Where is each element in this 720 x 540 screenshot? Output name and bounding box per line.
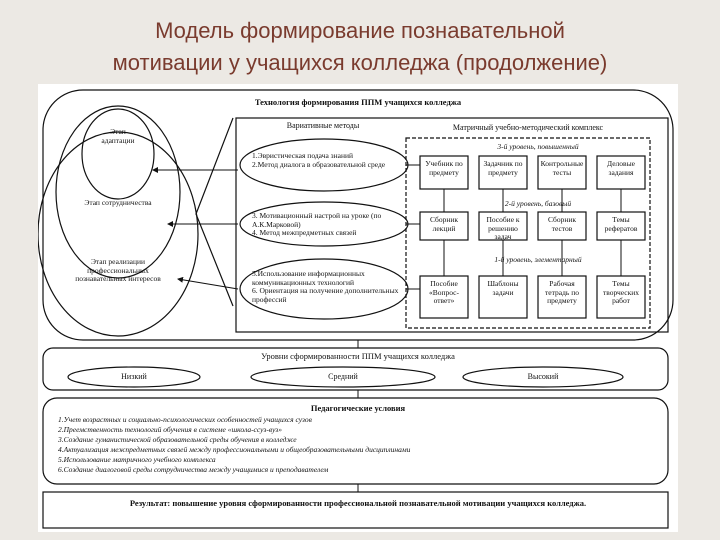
grade-high: Высокий: [527, 372, 559, 381]
result-text: Результат: повышение уровня сформированн…: [129, 498, 587, 508]
condition-2: 2.Преемственность технологий обучения в …: [58, 425, 282, 434]
level3-item-3: Контрольные тесты: [540, 159, 584, 177]
level3-item-4: Деловые задания: [607, 159, 635, 177]
level-label-3: 3-й уровень, повышенный: [497, 142, 579, 151]
level-label-2: 2-й уровень, базовый: [504, 199, 572, 208]
slide-title-line1: Модель формирование познавательной: [155, 18, 565, 43]
level2-item-3: Сборник тестов: [547, 215, 577, 233]
method-text-1: 1.Эвристическая подача знаний 2.Метод ди…: [252, 151, 386, 169]
level2-item-1: Сборник лекций: [429, 215, 459, 233]
complex-title: Матричный учебно-методический комплекс: [452, 123, 604, 132]
level2-item-2: Пособие к решению задач: [486, 215, 520, 241]
condition-1: 1.Учет возрастных и социально-психологич…: [58, 415, 312, 424]
model-diagram: Технология формирования ППМ учащихся кол…: [38, 84, 678, 532]
complex-panel: [405, 137, 651, 329]
diagram-lines: [38, 89, 674, 529]
stage-label-1: Этап адаптации: [101, 127, 135, 145]
stage-label-3: Этап реализации профессиональных познава…: [75, 257, 161, 283]
condition-4: 4.Актуализация межпредметных связей межд…: [58, 445, 411, 454]
level1-item-4: Темы творческих работ: [602, 279, 640, 305]
result-frame: [42, 491, 669, 529]
level3-item-2: Задачник по предмету: [483, 159, 523, 177]
stage-label-2: Этап сотрудничества: [84, 198, 152, 207]
condition-5: 5.Использование матричного учебного комп…: [58, 455, 216, 464]
grade-low: Низкий: [121, 372, 147, 381]
levels-frame: [42, 347, 669, 391]
grade-ellipse-3: [462, 366, 624, 388]
conditions-frame: [42, 397, 669, 485]
stage-ellipse-2: [55, 105, 181, 279]
stage-ellipse-1: [81, 108, 155, 200]
stage-ellipse-3: [38, 131, 199, 337]
method-text-2: 3. Мотивационный настрой на уроке (по А.…: [252, 211, 382, 237]
chevron-arrow: [195, 117, 234, 307]
level1-item-2: Шаблоны задачи: [487, 279, 519, 297]
condition-3: 3.Создание гуманистической образовательн…: [58, 435, 297, 444]
level1-item-3: Рабочая тетрадь по предмету: [545, 279, 579, 305]
grade-ellipse-1: [67, 366, 201, 388]
level3-item-1: Учебник по предмету: [425, 159, 463, 177]
condition-6: 6.Создание диалоговой среды сотрудничест…: [58, 465, 329, 474]
methods-panel: [235, 117, 669, 333]
level1-item-1: Пособие «Вопрос-ответ»: [428, 279, 460, 305]
level2-item-4: Темы рефератов: [604, 215, 638, 233]
conditions-title: Педагогические условия: [310, 403, 406, 413]
level-label-1: 1-й уровень, элементарный: [494, 255, 582, 264]
grade-ellipse-2: [250, 366, 436, 388]
technology-title: Технология формирования ППМ учащихся кол…: [254, 97, 462, 107]
methods-title: Вариативные методы: [286, 121, 360, 130]
levels-title: Уровни сформированности ППМ учащихся кол…: [261, 351, 455, 361]
slide-title-line2: мотивации у учащихся колледжа (продолжен…: [112, 50, 608, 75]
method-text-3: 5.Использование информационных коммуника…: [252, 269, 399, 304]
grade-medium: Средний: [328, 372, 358, 381]
